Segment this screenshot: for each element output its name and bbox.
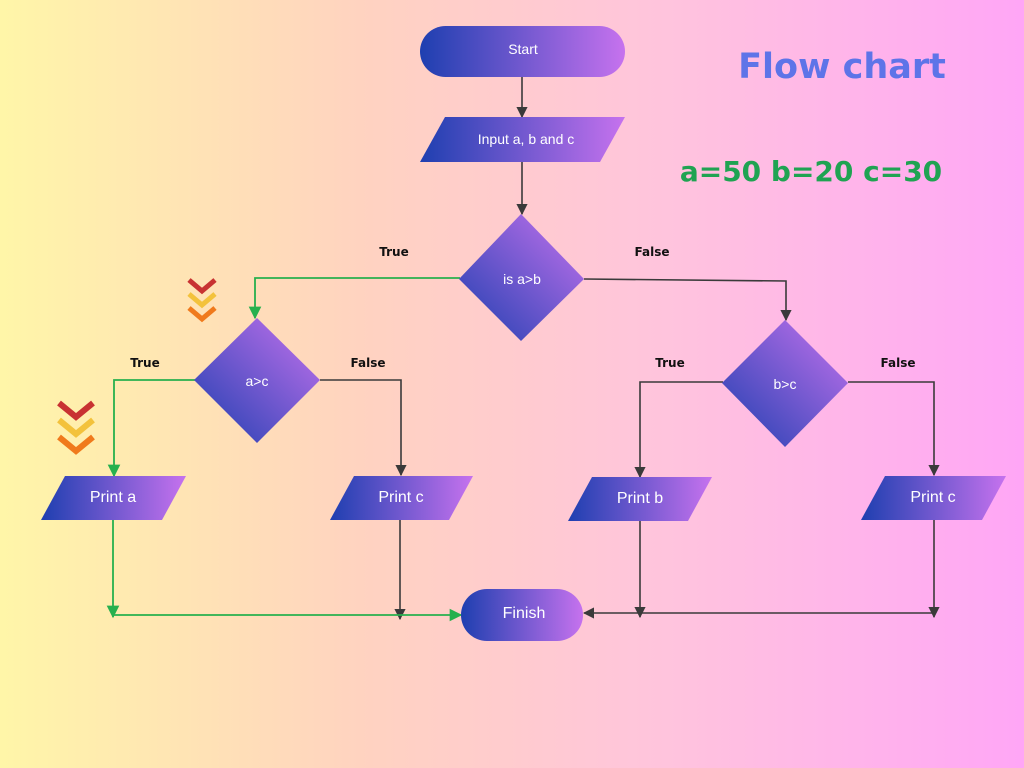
edge-ab-true xyxy=(248,277,460,320)
label-bc-false: False xyxy=(881,356,916,370)
start-label: Start xyxy=(508,41,538,57)
decision-a-gt-b: is a>b xyxy=(459,214,584,341)
print-b-node: Print b xyxy=(568,477,712,521)
print-b-label: Print b xyxy=(617,490,663,507)
input-label: Input a, b and c xyxy=(478,131,575,147)
label-ac-false: False xyxy=(351,356,386,370)
print-a-label: Print a xyxy=(90,489,136,506)
print-c-right-node: Print c xyxy=(861,476,1006,520)
edge-ab-false xyxy=(583,278,792,322)
connectors xyxy=(320,77,940,621)
decision-bc-label: b>c xyxy=(774,376,797,392)
print-c-right-label: Print c xyxy=(910,489,955,506)
flowchart-title: Flow chart xyxy=(738,47,946,87)
finish-label: Finish xyxy=(503,605,546,622)
input-node: Input a, b and c xyxy=(420,117,625,162)
edge-ac-true xyxy=(107,379,196,478)
active-path xyxy=(106,277,463,622)
edge-ac-false xyxy=(320,379,407,477)
decision-b-gt-c: b>c xyxy=(722,320,848,447)
label-ab-false: False xyxy=(635,245,670,259)
chevron-down-icon xyxy=(57,400,95,455)
edge-bc-true xyxy=(634,381,723,479)
decision-ab-label: is a>b xyxy=(503,271,541,287)
start-node: Start xyxy=(420,26,625,77)
label-bc-true: True xyxy=(655,356,684,370)
label-ac-true: True xyxy=(130,356,159,370)
print-c-left-node: Print c xyxy=(330,476,473,520)
finish-node: Finish xyxy=(461,589,583,641)
chevron-down-icon xyxy=(187,278,217,323)
edge-bc-false xyxy=(848,381,940,477)
decision-ac-label: a>c xyxy=(246,373,269,389)
decision-a-gt-c: a>c xyxy=(194,318,320,443)
print-c-left-label: Print c xyxy=(378,489,423,506)
label-ab-true: True xyxy=(379,245,408,259)
variables-values: a=50 b=20 c=30 xyxy=(680,155,942,188)
print-a-node: Print a xyxy=(41,476,186,520)
